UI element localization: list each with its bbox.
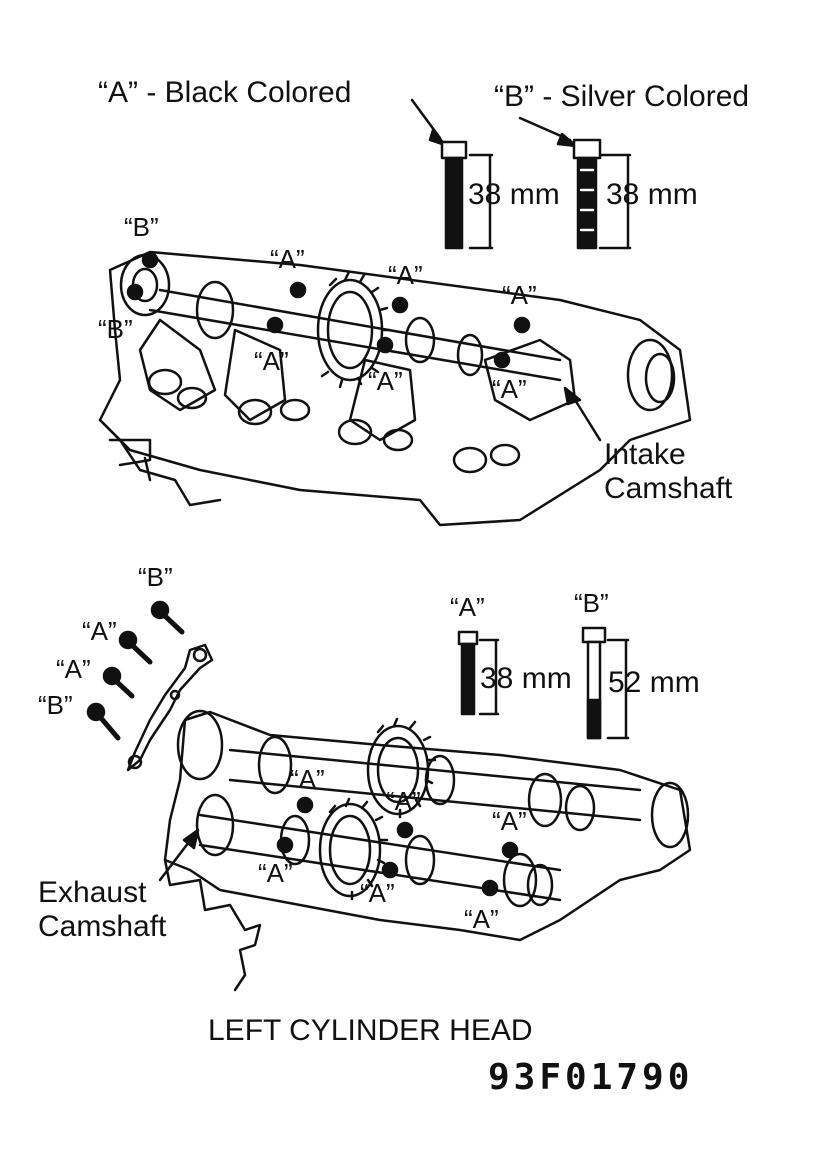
upper-cylinder-head-drawing [98, 250, 692, 527]
bolt-b-top-icon [518, 116, 632, 250]
lower-cylinder-head-drawing [158, 709, 692, 992]
loose-bolt-label-b-2: “B” [38, 690, 73, 720]
upper-label-a-1: “A” [270, 244, 305, 274]
bottom-bolt-a-label: “A” [450, 592, 485, 622]
loose-bolts-icon [86, 600, 185, 741]
upper-label-a-6: “A” [492, 374, 527, 404]
loose-bolt-label-a-1: “A” [82, 616, 117, 646]
bolt-a-top-icon [410, 98, 494, 250]
top-bolt-b-length: 38 mm [606, 178, 698, 211]
legend-a-black-colored: “A” - Black Colored [98, 76, 352, 109]
upper-label-a-2: “A” [388, 260, 423, 290]
upper-label-a-4: “A” [254, 346, 289, 376]
intake-camshaft-label-line1: Intake [604, 438, 686, 471]
lower-label-a-2: “A” [386, 786, 421, 816]
lower-label-a-4: “A” [258, 858, 293, 888]
lower-label-a-3: “A” [492, 806, 527, 836]
intake-camshaft-label-line2: Camshaft [604, 472, 733, 505]
bottom-bolt-a-length: 38 mm [480, 662, 572, 695]
upper-label-b-2: “B” [98, 314, 133, 344]
legend-b-silver-colored: “B” - Silver Colored [494, 80, 750, 113]
bolt-b-bottom-icon [581, 626, 630, 740]
loose-bolt-label-a-2: “A” [56, 654, 91, 684]
exhaust-camshaft-label-line2: Camshaft [38, 910, 167, 943]
lower-label-a-5: “A” [360, 878, 395, 908]
figure-code: 93F01790 [488, 1057, 694, 1098]
bottom-bolt-b-length: 52 mm [608, 666, 700, 699]
lower-label-a-1: “A” [290, 764, 325, 794]
upper-label-a-3: “A” [502, 280, 537, 310]
bolt-a-bottom-icon [457, 630, 500, 716]
lower-label-a-6: “A” [464, 904, 499, 934]
bottom-bolt-b-label: “B” [574, 588, 609, 618]
upper-label-b-1: “B” [124, 212, 159, 242]
figure-caption: LEFT CYLINDER HEAD [208, 1014, 533, 1047]
upper-label-a-5: “A” [368, 366, 403, 396]
loose-bolt-label-b-1: “B” [138, 562, 173, 592]
top-bolt-a-length: 38 mm [468, 178, 560, 211]
camshaft-bracket-icon [126, 643, 214, 772]
exhaust-camshaft-label-line1: Exhaust [38, 876, 147, 909]
